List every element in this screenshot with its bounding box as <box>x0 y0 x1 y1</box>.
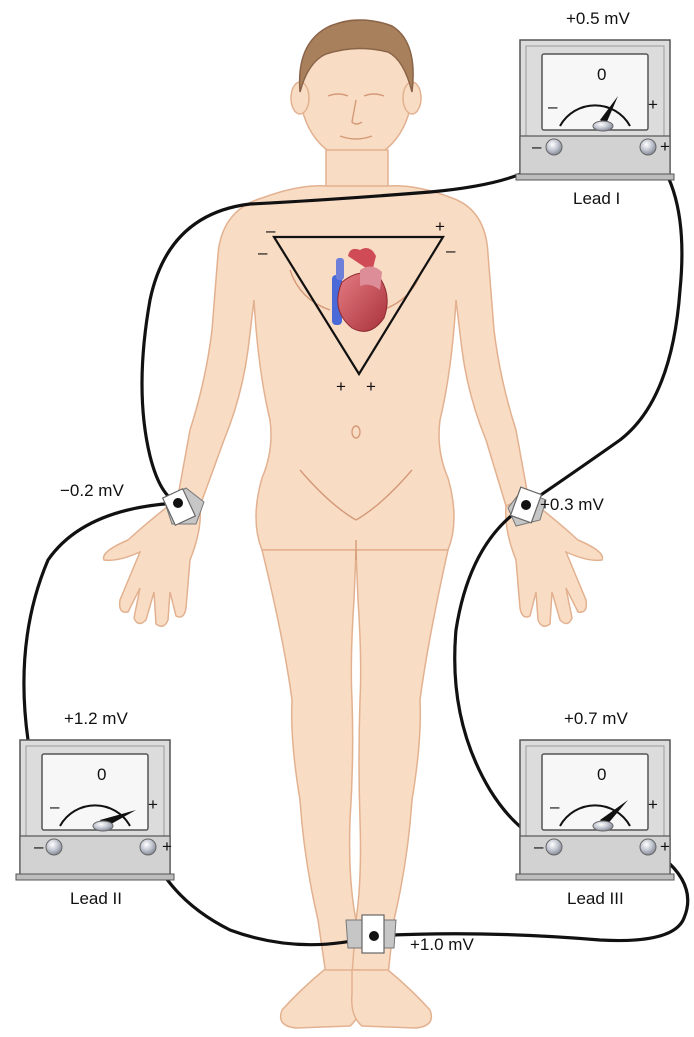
left-wrist-potential: +0.3 mV <box>540 496 604 513</box>
right-foot <box>352 970 432 1028</box>
lead2-zero-label: 0 <box>97 766 106 783</box>
triangle-sign-bottom-right: + <box>366 377 376 396</box>
left-leg <box>262 550 362 975</box>
lead3-zero-label: 0 <box>597 766 606 783</box>
lead3-plus-terminal <box>640 839 656 855</box>
triangle-sign-top-right-inner: – <box>446 241 456 260</box>
lead1-minus-terminal <box>546 139 562 155</box>
lead2-plus-terminal <box>140 839 156 855</box>
ankle-potential: +1.0 mV <box>410 936 474 953</box>
right-leg <box>352 550 448 975</box>
lead1-terminal-minus: – <box>532 138 541 155</box>
lead2-terminal-minus: – <box>34 838 43 855</box>
lead3-minus-terminal <box>546 839 562 855</box>
torso <box>178 186 528 550</box>
lead2-reading: +1.2 mV <box>64 710 128 727</box>
lead1-plus-terminal <box>640 139 656 155</box>
lead1-reading: +0.5 mV <box>566 10 630 27</box>
lead1-terminal-plus: + <box>660 138 670 155</box>
lead3-name: Lead III <box>567 890 624 907</box>
lead2-scale-plus: + <box>148 796 158 813</box>
lead3-scale-minus: – <box>550 798 559 815</box>
lead2-minus-terminal <box>46 839 62 855</box>
lead3-terminal-minus: – <box>534 838 543 855</box>
lead3-reading: +0.7 mV <box>564 710 628 727</box>
left-foot <box>281 970 361 1028</box>
triangle-sign-top-left-inner: – <box>258 243 268 262</box>
lead2-name: Lead II <box>70 890 122 907</box>
lead1-zero-label: 0 <box>597 66 606 83</box>
lead2-scale-minus: – <box>50 798 59 815</box>
lead1-name: Lead I <box>573 190 620 207</box>
triangle-sign-top-right-outer: + <box>435 217 445 236</box>
right-wrist-potential: −0.2 mV <box>60 482 124 499</box>
triangle-sign-bottom-left: + <box>336 377 346 396</box>
lead3-scale-plus: + <box>648 796 658 813</box>
lead1-scale-minus: – <box>548 98 557 115</box>
ankle-electrode <box>346 915 396 953</box>
lead3-terminal-plus: + <box>660 838 670 855</box>
lead2-terminal-plus: + <box>162 838 172 855</box>
triangle-sign-top-left-outer: – <box>266 221 276 240</box>
lead1-scale-plus: + <box>648 96 658 113</box>
